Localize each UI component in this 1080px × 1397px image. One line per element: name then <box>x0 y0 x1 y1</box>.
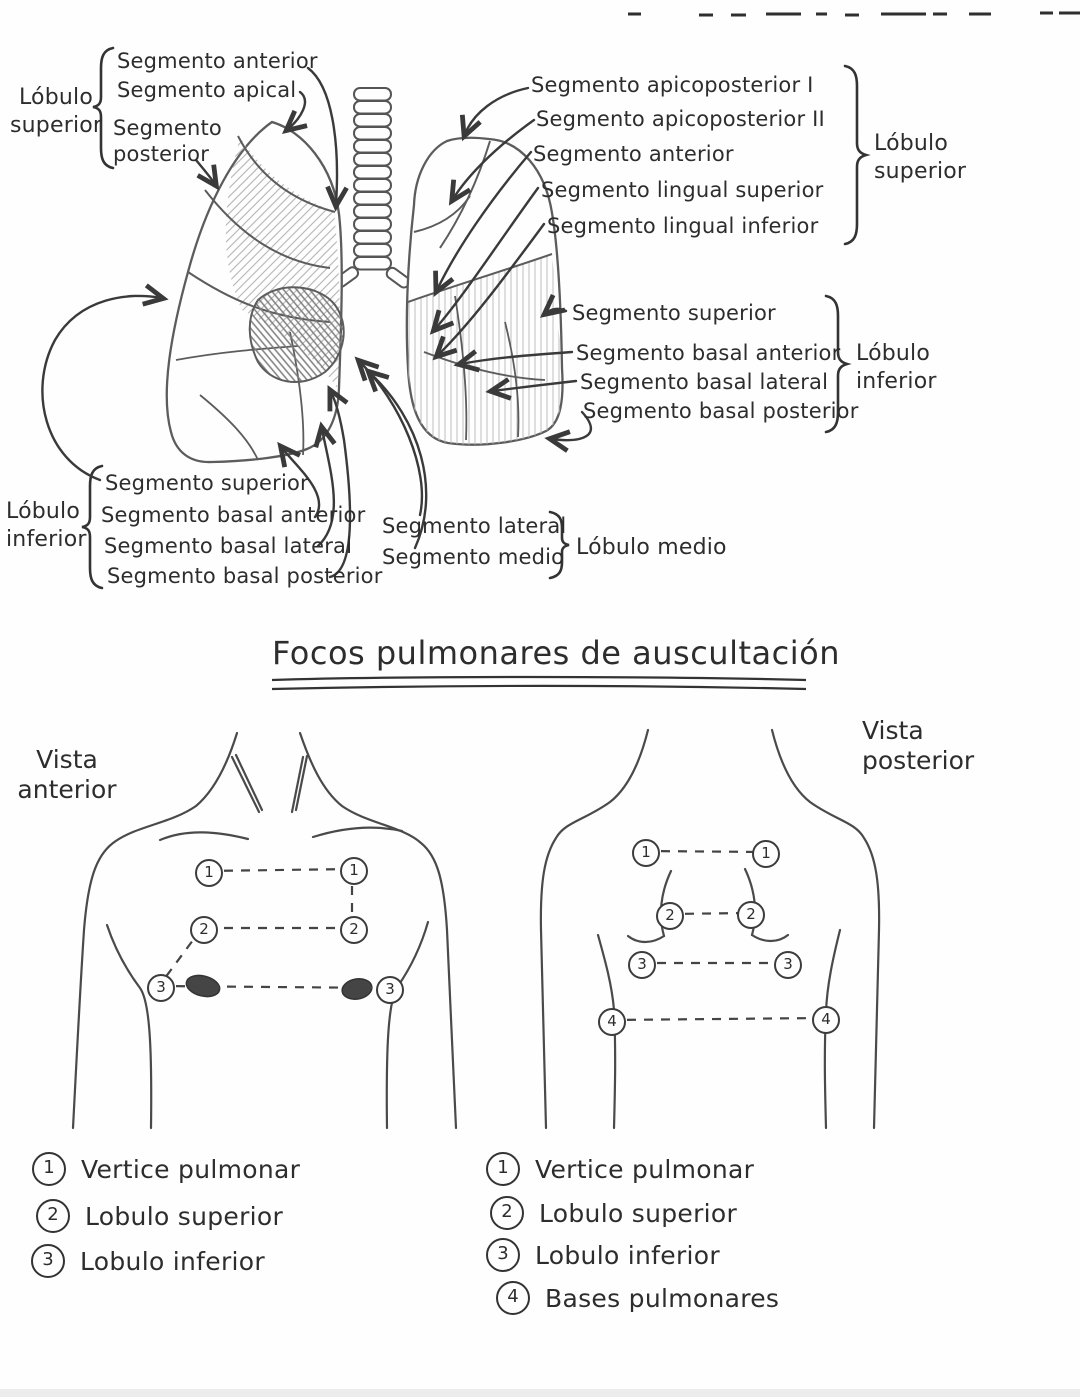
auscultation-point-posterior-4-left: 4 <box>598 1008 626 1036</box>
segment-label: Segmento anterior <box>117 49 318 73</box>
auscultation-point-anterior-2-left: 2 <box>190 916 218 944</box>
auscultation-point-posterior-2-right: 2 <box>737 901 765 929</box>
page-edge-dashes <box>628 11 1080 17</box>
segment-label: Segmento superior <box>572 301 776 325</box>
segment-label: Segmento basal lateral <box>580 370 829 394</box>
auscultation-point-anterior-3-left: 3 <box>147 974 175 1002</box>
segment-label: Segmento anterior <box>533 142 734 166</box>
legend-item: 1 Vertice pulmonar <box>486 1152 754 1186</box>
segment-label: Segmento basal anterior <box>576 341 841 365</box>
legend-label: Bases pulmonares <box>545 1283 780 1313</box>
lobe-label-middle: Lóbulo medio <box>576 535 727 560</box>
legend-number: 2 <box>490 1196 524 1230</box>
section-title: Focos pulmonares de auscultación <box>272 634 840 672</box>
segment-label: Segmento apicoposterior II <box>536 107 825 131</box>
auscultation-point-anterior-2-right: 2 <box>340 916 368 944</box>
auscultation-point-posterior-1-right: 1 <box>752 840 780 868</box>
auscultation-dashed-lines <box>158 849 825 1022</box>
lobe-label-left-inferior: Lóbulo inferior <box>6 499 87 552</box>
auscultation-point-anterior-1-right: 1 <box>340 857 368 885</box>
auscultation-point-posterior-1-left: 1 <box>632 839 660 867</box>
segment-label: Segmento lateral <box>382 514 567 538</box>
auscultation-point-posterior-4-right: 4 <box>812 1006 840 1034</box>
legend-item: 2 Lobulo superior <box>36 1199 283 1233</box>
segment-label: Segmento apical <box>117 78 297 102</box>
grouping-braces <box>81 46 871 590</box>
lobe-label-right-inferior: Lóbulo inferior <box>856 341 937 394</box>
legend-number: 1 <box>486 1152 520 1186</box>
segment-label: Segmento basal posterior <box>583 399 859 423</box>
legend-number: 2 <box>36 1199 70 1233</box>
legend-label: Vertice pulmonar <box>81 1154 301 1184</box>
auscultation-point-posterior-3-left: 3 <box>628 951 656 979</box>
auscultation-point-posterior-3-right: 3 <box>774 951 802 979</box>
legend-label: Lobulo inferior <box>535 1240 720 1270</box>
legend-item: 4 Bases pulmonares <box>496 1281 779 1315</box>
legend-number: 3 <box>486 1238 520 1272</box>
lobe-label-left-superior: Lóbulo superior <box>10 85 103 138</box>
legend-item: 3 Lobulo inferior <box>486 1238 720 1272</box>
segment-label: Segmento basal lateral <box>104 534 353 558</box>
segment-label: Segmento apicoposterior I <box>531 73 814 97</box>
legend-label: Vertice pulmonar <box>535 1154 755 1184</box>
segment-label: Segmento basal posterior <box>107 564 383 588</box>
left-lung-drawing <box>165 120 345 464</box>
legend-number: 3 <box>31 1244 65 1278</box>
posterior-view-label: Vista posterior <box>862 716 975 775</box>
label-arrows <box>41 66 593 579</box>
auscultation-point-posterior-2-left: 2 <box>656 902 684 930</box>
legend-label: Lobulo inferior <box>80 1246 265 1276</box>
anterior-view-label: Vista anterior <box>17 745 117 804</box>
segment-label: Segmento medio <box>382 545 565 569</box>
right-lung-drawing <box>405 136 564 446</box>
legend-number: 4 <box>496 1281 530 1315</box>
legend-item: 3 Lobulo inferior <box>31 1244 265 1278</box>
segment-label: Segmento lingual inferior <box>547 214 819 238</box>
page-bottom-edge <box>0 1389 1080 1397</box>
title-underline <box>271 675 807 691</box>
anterior-torso-drawing <box>71 731 458 1130</box>
legend-item: 2 Lobulo superior <box>490 1196 737 1230</box>
legend-label: Lobulo superior <box>85 1201 284 1231</box>
legend-number: 1 <box>32 1152 66 1186</box>
auscultation-point-anterior-3-right: 3 <box>376 976 404 1004</box>
legend-label: Lobulo superior <box>539 1198 738 1228</box>
segment-label: Segmento lingual superior <box>541 178 824 202</box>
segment-label: Segmento superior <box>105 471 309 495</box>
segment-label: Segmento basal anterior <box>101 503 366 527</box>
auscultation-point-anterior-1-left: 1 <box>195 859 223 887</box>
legend-item: 1 Vertice pulmonar <box>32 1152 300 1186</box>
lobe-label-right-superior: Lóbulo superior <box>874 131 967 184</box>
posterior-torso-drawing <box>539 728 881 1130</box>
segment-label: Segmento posterior <box>113 116 222 167</box>
trachea-drawing <box>334 87 411 289</box>
